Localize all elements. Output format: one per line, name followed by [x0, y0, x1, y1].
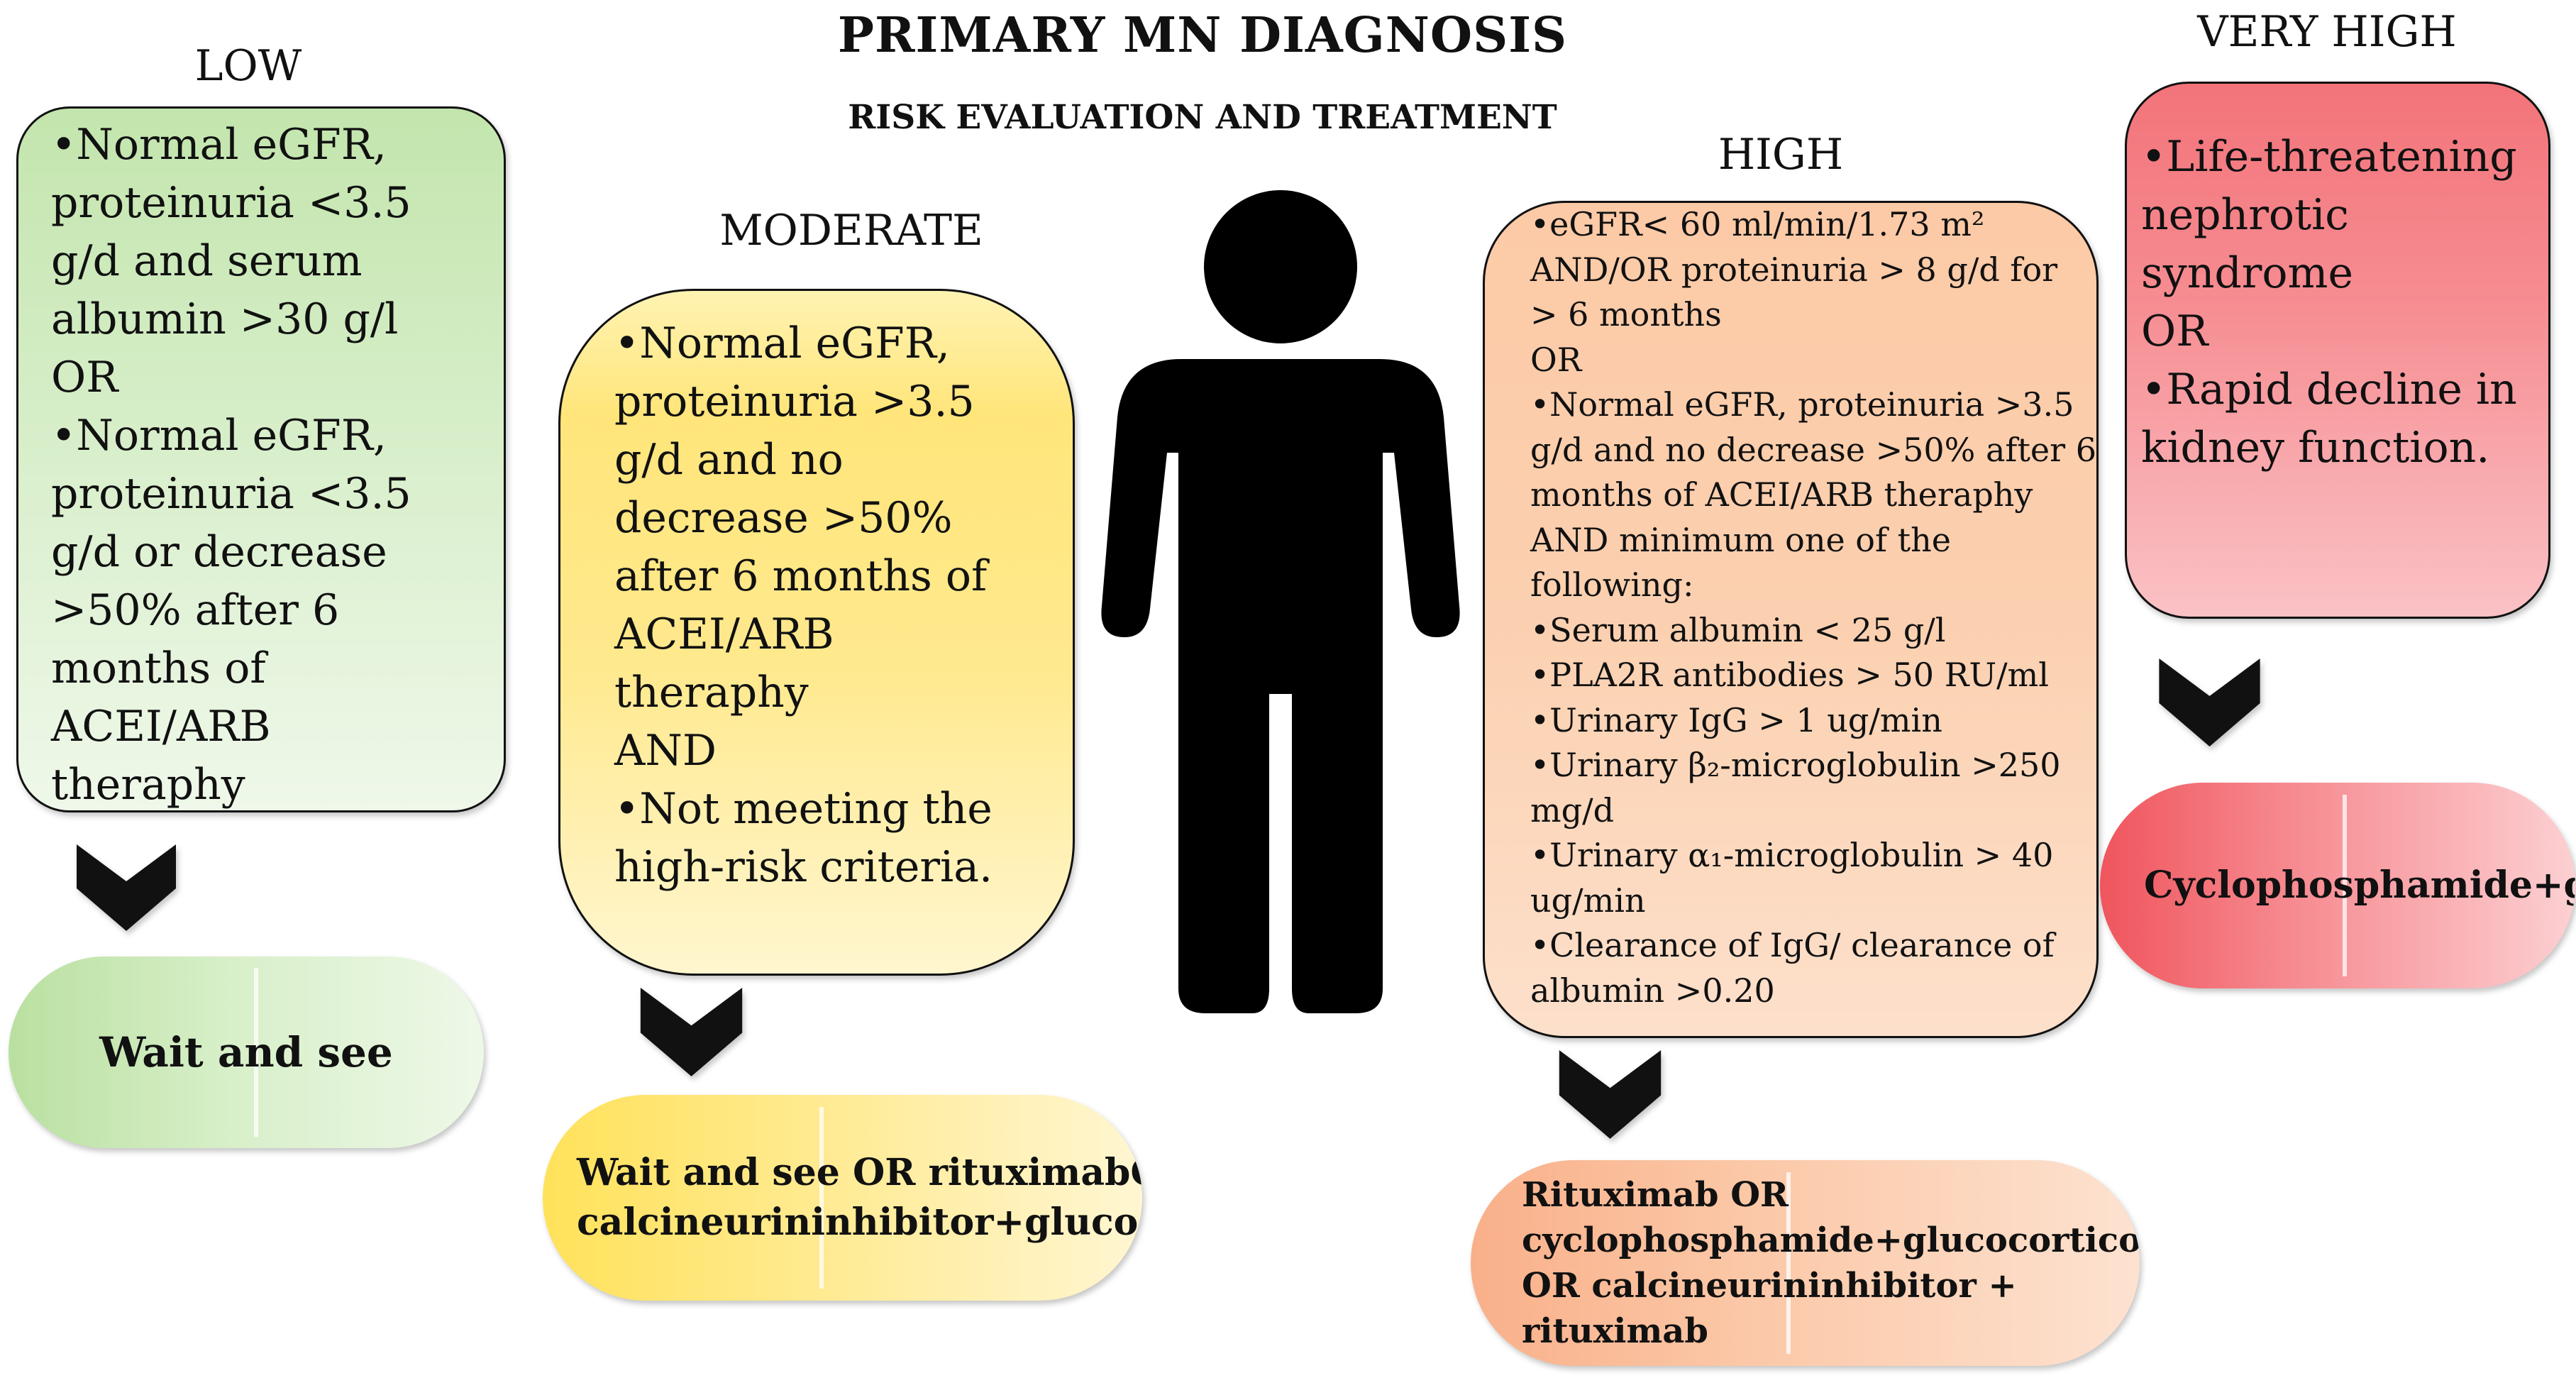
criteria-line: theraphy	[614, 668, 809, 717]
high-heading: HIGH	[1718, 130, 1844, 180]
criteria-line: following:	[1530, 566, 1694, 604]
very-high-criteria-box	[2125, 82, 2550, 619]
treatment-line: inhibitor+glucocorticoids	[811, 1201, 1142, 1244]
chevron-down-icon	[640, 988, 743, 1076]
criteria-line: kidney function.	[2141, 423, 2490, 473]
criteria-line: OR	[2141, 307, 2209, 356]
criteria-line: •Clearance of IgG/ clearance of	[1530, 926, 2055, 964]
moderate-heading: MODERATE	[719, 206, 983, 255]
high-criteria-text: •eGFR< 60 ml/min/1.73 m² AND/OR proteinur…	[1530, 202, 2096, 1013]
criteria-line: ACEI/ARB	[51, 702, 271, 751]
criteria-line: after 6 months of	[614, 551, 988, 601]
criteria-line: theraphy	[51, 760, 245, 810]
high-criteria-box	[1483, 201, 2099, 1038]
low-treatment-pill: Wait and see	[9, 957, 484, 1148]
criteria-line: proteinuria <3.5	[51, 469, 411, 519]
criteria-line: ug/min	[1530, 881, 1646, 920]
high-arrow	[1559, 1050, 1662, 1144]
chevron-down-icon	[2159, 658, 2260, 746]
criteria-line: decrease >50%	[614, 493, 953, 543]
treatment-line: glucocorticoids OR calcineurin	[1522, 1220, 2140, 1306]
criteria-line: •Urinary β₂-microglobulin >250	[1530, 746, 2061, 784]
chevron-down-icon	[1559, 1050, 1662, 1139]
treatment-line: inhibitor + rituximab	[1522, 1266, 2017, 1351]
criteria-line: •Rapid decline in	[2141, 365, 2517, 414]
high-treatment-pill: Rituximab OR cyclophosphamide+glucocorti…	[1471, 1160, 2140, 1366]
criteria-line: AND/OR proteinuria > 8 g/d for	[1530, 250, 2058, 289]
moderate-criteria-text: •Normal eGFR, proteinuria >3.5 g/d and no d…	[614, 314, 993, 896]
criteria-line: •Urinary IgG > 1 ug/min	[1530, 700, 1942, 739]
criteria-line: albumin >30 g/l	[51, 294, 399, 344]
moderate-arrow	[640, 988, 743, 1081]
criteria-line: OR	[1530, 340, 1582, 379]
moderate-criteria-box	[558, 289, 1075, 976]
criteria-line: high-risk criteria.	[614, 842, 993, 892]
criteria-line: •Not meeting the	[614, 784, 993, 834]
very-high-arrow	[2159, 658, 2260, 751]
criteria-line: g/d and serum	[51, 236, 363, 286]
diagram-subtitle: RISK EVALUATION AND TREATMENT	[848, 98, 1557, 137]
criteria-line: •PLA2R antibodies > 50 RU/ml	[1530, 656, 2049, 694]
moderate-treatment-text: Wait and see OR rituximabOR calcineurini…	[543, 1148, 1142, 1247]
criteria-line: > 6 months	[1530, 295, 1722, 334]
treatment-line: Rituximab OR cyclophosphamide+	[1522, 1175, 1903, 1260]
criteria-line: months of	[51, 644, 266, 693]
criteria-line: •Serum albumin < 25 g/l	[1530, 610, 1946, 649]
treatment-line: glucocorticoids	[2563, 864, 2575, 907]
low-arrow	[77, 844, 176, 936]
chevron-down-icon	[77, 844, 176, 931]
criteria-line: >50% after 6	[51, 585, 340, 635]
high-treatment-text: Rituximab OR cyclophosphamide+glucocorti…	[1471, 1172, 2140, 1354]
criteria-line: •Urinary α₁-microglobulin > 40	[1530, 836, 2054, 874]
criteria-line: proteinuria <3.5	[51, 178, 411, 228]
criteria-line: •Normal eGFR,	[614, 319, 950, 368]
treatment-line: Wait and see	[99, 1028, 393, 1076]
criteria-line: months of ACEI/ARB theraphy	[1530, 475, 2033, 514]
criteria-line: g/d or decrease	[51, 527, 387, 577]
criteria-line: g/d and no	[614, 435, 844, 485]
criteria-line: syndrome	[2141, 248, 2353, 298]
criteria-line: mg/d	[1530, 790, 1615, 829]
criteria-line: nephrotic	[2141, 190, 2349, 240]
criteria-line: •Life-threatening	[2141, 132, 2517, 182]
treatment-line: Cyclophosphamide+	[2144, 864, 2564, 907]
very-high-treatment-text: Cyclophosphamide+glucocorticoids	[2100, 861, 2575, 910]
low-treatment-text: Wait and see	[99, 1027, 393, 1078]
criteria-line: •Normal eGFR,	[51, 120, 387, 170]
low-criteria-text: •Normal eGFR, proteinuria <3.5 g/d and ser…	[51, 116, 411, 814]
diagram-title: PRIMARY MN DIAGNOSIS	[837, 7, 1568, 64]
very-high-treatment-pill: Cyclophosphamide+glucocorticoids	[2100, 783, 2575, 988]
very-high-heading: VERY HIGH	[2197, 7, 2457, 57]
low-criteria-box	[16, 106, 506, 812]
person-silhouette-icon	[1101, 190, 1460, 1013]
criteria-line: g/d and no decrease >50% after 6	[1530, 430, 2097, 469]
moderate-treatment-pill: Wait and see OR rituximabOR calcineurini…	[543, 1095, 1142, 1301]
low-heading: LOW	[194, 41, 302, 91]
criteria-line: •eGFR< 60 ml/min/1.73 m²	[1530, 205, 1985, 243]
criteria-line: AND minimum one of the	[1530, 520, 1951, 559]
criteria-line: •Normal eGFR, proteinuria >3.5	[1530, 385, 2074, 424]
criteria-line: albumin >0.20	[1530, 971, 1775, 1010]
criteria-line: proteinuria >3.5	[614, 377, 975, 426]
treatment-line: OR calcineurin	[577, 1151, 1142, 1244]
criteria-line: ACEI/ARB	[614, 610, 834, 659]
treatment-line: Wait and see OR rituximab	[577, 1151, 1131, 1194]
criteria-line: AND	[614, 726, 717, 776]
criteria-line: •Normal eGFR,	[51, 411, 387, 461]
criteria-line: OR	[51, 353, 118, 402]
